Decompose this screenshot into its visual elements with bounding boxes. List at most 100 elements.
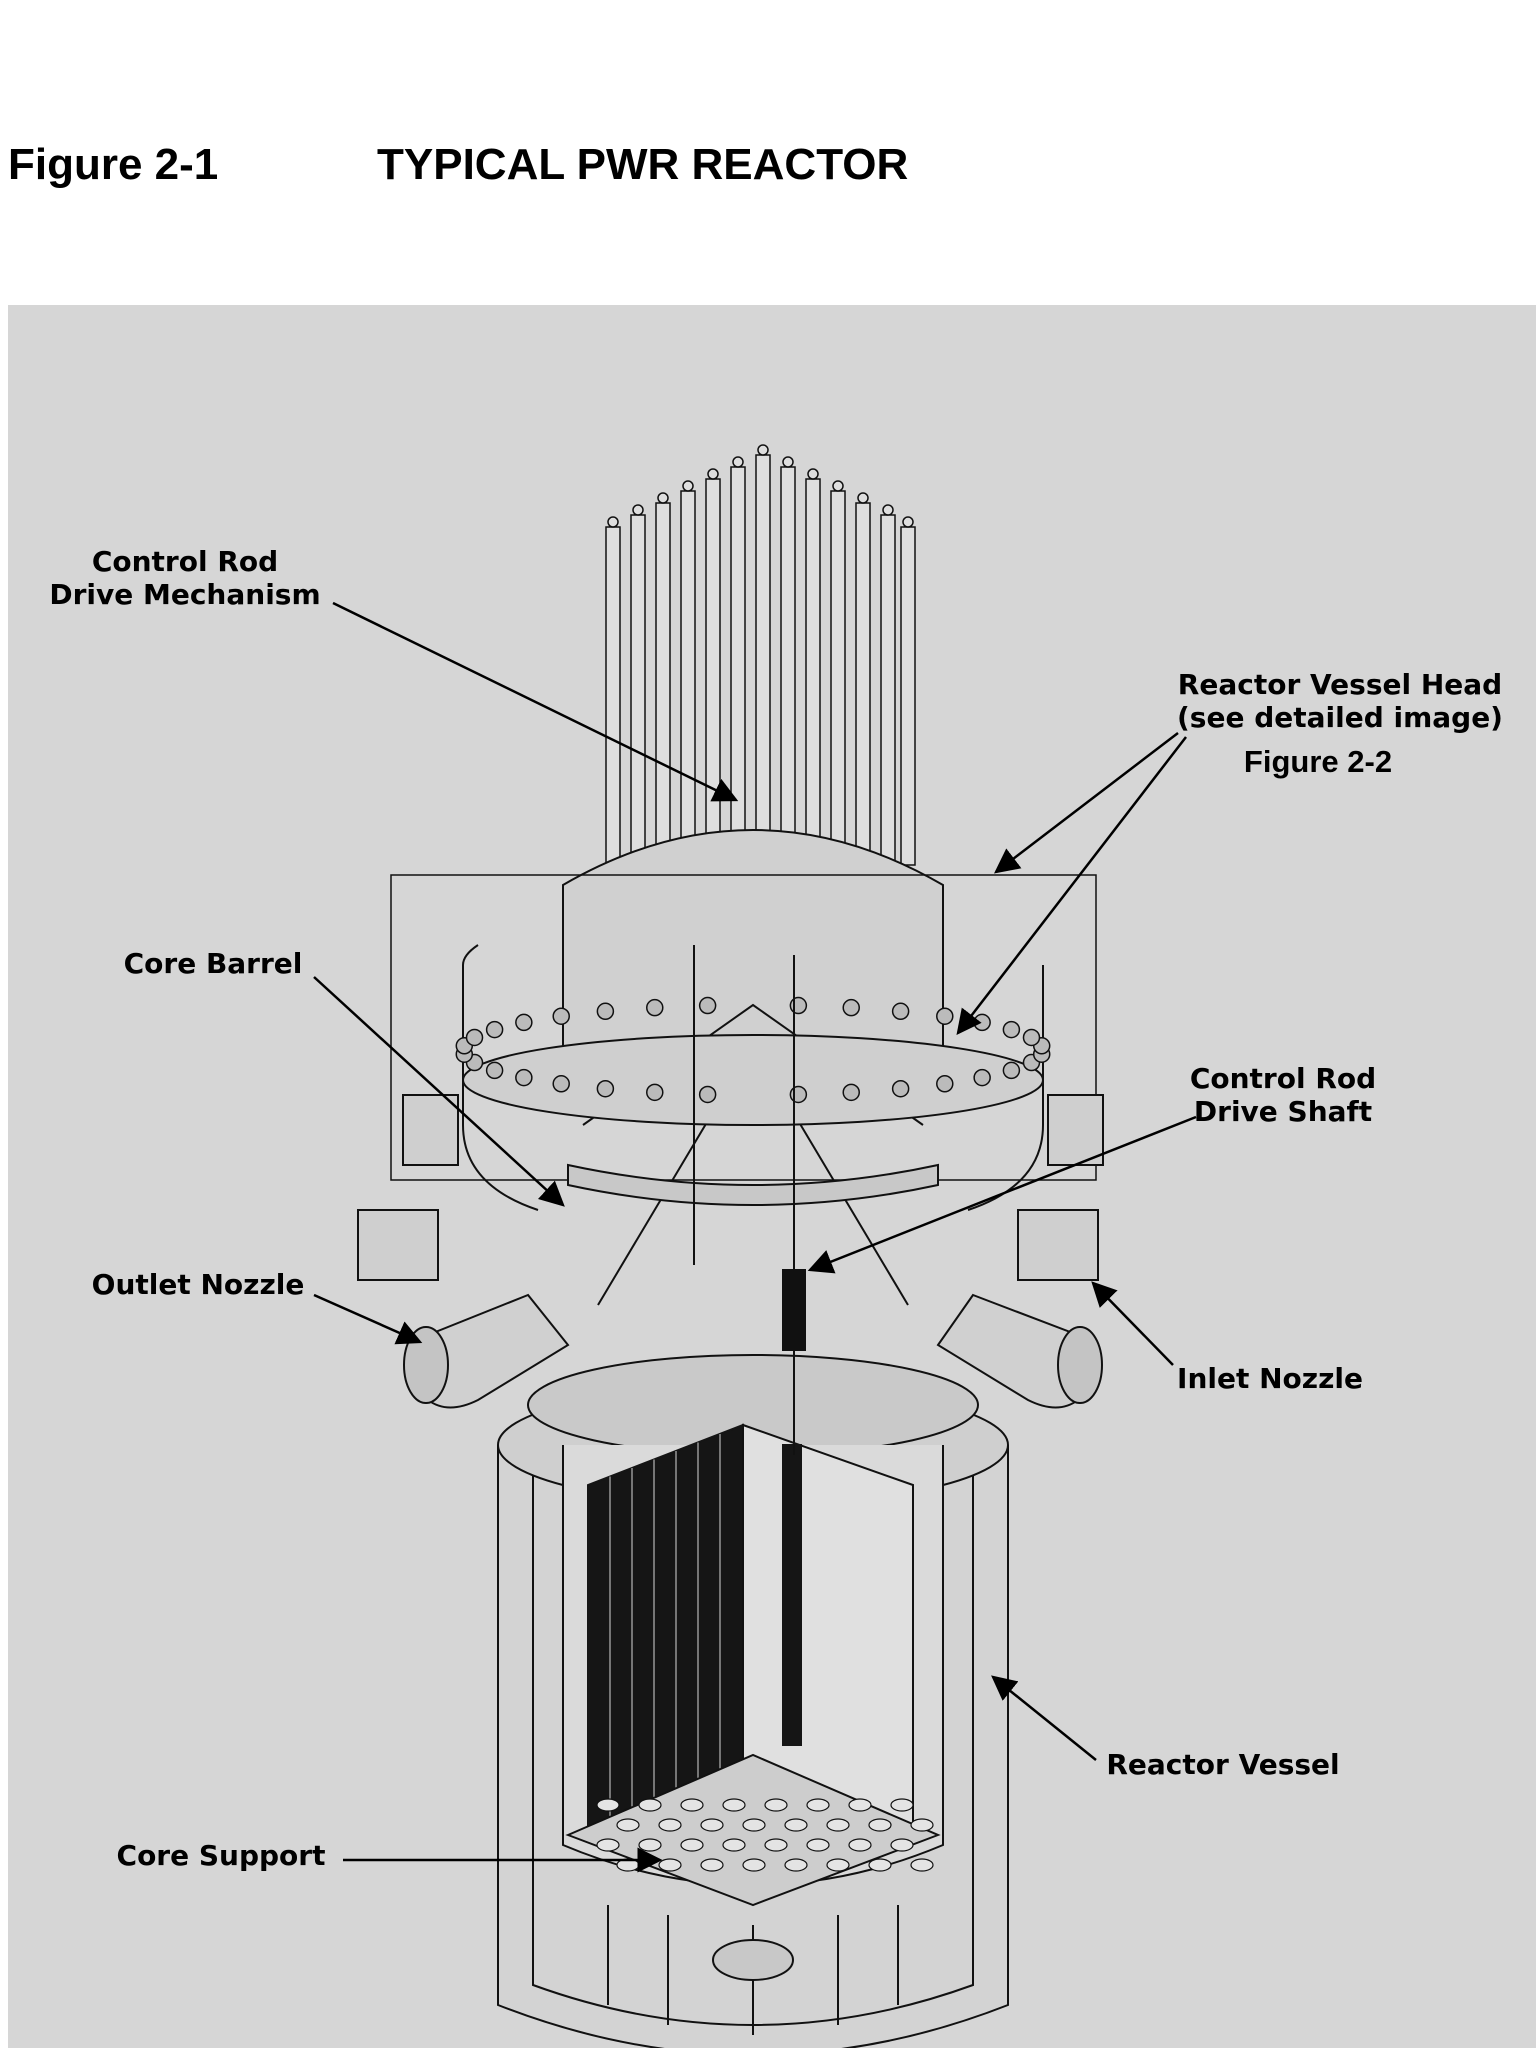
crdm-housings — [605, 444, 916, 866]
plate-hole — [700, 1818, 724, 1832]
label-core-support: Core Support — [117, 1839, 326, 1872]
crdm-rod — [830, 490, 846, 866]
flange-stud — [515, 1068, 533, 1087]
label-head-2: (see detailed image) — [1177, 701, 1503, 734]
crdm-rod — [680, 490, 696, 866]
crdm-rod-cap — [882, 504, 894, 516]
plate-hole — [638, 1798, 662, 1812]
reactor-diagram: Control Rod Drive Mechanism Reactor Vess… — [8, 305, 1536, 2048]
crdm-rod — [805, 478, 821, 866]
head-flange — [462, 1034, 1044, 1126]
crdm-rod-cap — [902, 516, 914, 528]
flange-stud — [485, 1020, 504, 1039]
plate-hole — [722, 1838, 746, 1852]
flange-stud — [646, 1083, 664, 1102]
crdm-rod-cap — [632, 504, 644, 516]
plate-hole — [868, 1818, 892, 1832]
flange-stud — [789, 996, 808, 1015]
arrow-outlet-nozzle — [313, 1293, 423, 1345]
crdm-rod — [705, 478, 721, 866]
crdm-rod-cap — [707, 468, 719, 480]
plate-hole — [742, 1858, 766, 1872]
flange-stud — [552, 1007, 570, 1025]
crdm-rod-cap — [757, 444, 769, 456]
plate-hole — [658, 1818, 682, 1832]
callouts: Control Rod Drive Mechanism Reactor Vess… — [49, 545, 1503, 1873]
label-head-1: Reactor Vessel Head — [1178, 668, 1502, 701]
crdm-rod — [855, 502, 871, 866]
crdm-rod-cap — [732, 456, 744, 468]
flange-stud — [842, 1083, 860, 1102]
label-outlet-nozzle: Outlet Nozzle — [92, 1268, 305, 1301]
label-core-barrel: Core Barrel — [124, 947, 303, 980]
arrow-crds — [807, 1115, 1197, 1274]
flange-stud — [891, 1002, 910, 1021]
label-reactor-vessel: Reactor Vessel — [1106, 1748, 1339, 1781]
flange-stud — [973, 1068, 991, 1087]
crdm-rod-cap — [857, 492, 869, 504]
flange-stud — [1002, 1020, 1021, 1039]
crdm-rod — [900, 526, 916, 866]
crdm-rod-cap — [682, 480, 694, 492]
plate-hole — [826, 1818, 850, 1832]
plate-hole — [826, 1858, 850, 1872]
plate-hole — [890, 1838, 914, 1852]
flange-stud — [515, 1013, 533, 1032]
plate-hole — [638, 1838, 662, 1852]
flange-stud — [646, 998, 664, 1017]
flange-stud — [465, 1028, 484, 1047]
crdm-rod — [880, 514, 896, 866]
plate-hole — [910, 1858, 934, 1872]
crdm-rod — [730, 466, 746, 866]
crdm-rod-cap — [782, 456, 794, 468]
plate-hole — [742, 1818, 766, 1832]
flange-stud — [973, 1013, 991, 1032]
reactor-vessel-drawing — [357, 444, 1104, 2048]
label-crds-2: Drive Shaft — [1194, 1095, 1372, 1128]
arrow-head-2 — [956, 736, 1187, 1035]
plate-hole — [700, 1858, 724, 1872]
plate-hole — [596, 1798, 620, 1812]
flange-stud — [1022, 1028, 1041, 1047]
crdm-rod — [755, 454, 771, 866]
flange-stud — [596, 1002, 615, 1021]
plate-hole — [680, 1798, 704, 1812]
crdm-rod-cap — [807, 468, 819, 480]
flange-stud — [789, 1085, 808, 1104]
plate-hole — [848, 1798, 872, 1812]
plate-hole — [616, 1818, 640, 1832]
plate-hole — [764, 1838, 788, 1852]
plate-hole — [890, 1798, 914, 1812]
label-inlet-nozzle: Inlet Nozzle — [1177, 1362, 1363, 1395]
plate-hole — [784, 1858, 808, 1872]
flange-stud — [891, 1079, 910, 1098]
flange-stud — [552, 1075, 570, 1093]
plate-hole — [722, 1798, 746, 1812]
figure-number: Figure 2-1 — [8, 140, 219, 189]
plate-hole — [784, 1818, 808, 1832]
plate-hole — [596, 1838, 620, 1852]
plate-hole — [658, 1858, 682, 1872]
flange-stud — [936, 1075, 954, 1093]
head-detail-frame — [390, 874, 1097, 1181]
crdm-rod — [630, 514, 646, 866]
flange-stud — [936, 1007, 954, 1025]
plate-hole — [848, 1838, 872, 1852]
label-crdm-2: Drive Mechanism — [49, 578, 320, 611]
arrow-head-1 — [994, 732, 1179, 874]
plate-hole — [680, 1838, 704, 1852]
crdm-rod-cap — [607, 516, 619, 528]
flange-stud — [1002, 1061, 1021, 1080]
plate-hole — [910, 1818, 934, 1832]
crdm-rod-cap — [832, 480, 844, 492]
flange-stud — [698, 1085, 717, 1104]
crdm-rod — [605, 526, 621, 866]
arrow-reactor-vessel — [991, 1675, 1097, 1761]
crdm-rod — [780, 466, 796, 866]
figure-title: TYPICAL PWR REACTOR — [377, 140, 909, 189]
plate-hole — [806, 1798, 830, 1812]
arrow-crdm — [332, 601, 739, 802]
plate-hole — [764, 1798, 788, 1812]
flange-stud — [485, 1061, 504, 1080]
arrow-inlet-nozzle — [1091, 1281, 1174, 1366]
